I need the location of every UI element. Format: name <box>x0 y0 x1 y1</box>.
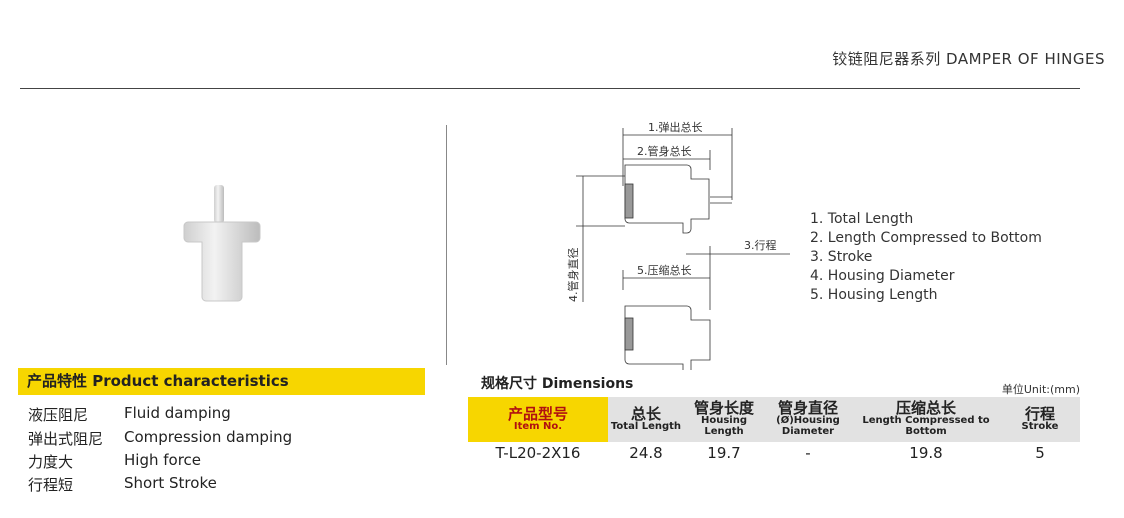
char-cn: 弹出式阻尼 <box>28 430 104 448</box>
char-en: High force <box>124 451 202 469</box>
cell-total-length: 24.8 <box>629 444 663 462</box>
char-en: Fluid damping <box>124 404 231 422</box>
label-housing-length: 2.管身总长 <box>637 144 692 158</box>
col-cn: 总长 <box>630 404 661 423</box>
label-compressed-length: 5.压缩总长 <box>637 263 692 277</box>
col-en: Housing Length <box>700 415 747 437</box>
char-en: Short Stroke <box>124 474 217 492</box>
col-cn: 管身直径 <box>777 399 838 417</box>
col-cn: 产品型号 <box>507 404 568 423</box>
col-cn: 压缩总长 <box>895 399 956 417</box>
product-image <box>183 185 261 302</box>
label-total-length: 1.弹出总长 <box>648 120 703 134</box>
cell-housing-length: 19.7 <box>707 444 741 462</box>
col-cn: 管身长度 <box>693 399 754 417</box>
char-en: Compression damping <box>124 428 293 446</box>
char-cn: 液压阻尼 <box>28 406 89 424</box>
dimensions-title: 规格尺寸 Dimensions <box>481 376 634 392</box>
col-en: Total Length <box>610 420 682 432</box>
header-divider <box>20 88 1080 89</box>
table-row: T-L20-2X16 24.8 19.7 - 19.8 5 <box>468 442 1080 464</box>
cell-compressed-length: 19.8 <box>909 444 943 462</box>
page-header-title: 铰链阻尼器系列 DAMPER OF HINGES <box>832 50 1105 68</box>
dimension-diagram: 1.弹出总长 2.管身总长 3.行程 5.压缩总长 4.管身直径 <box>566 120 790 370</box>
legend-item: 2. Length Compressed to Bottom <box>810 230 1042 246</box>
label-stroke: 3.行程 <box>744 239 777 252</box>
characteristics-title: 产品特性 Product characteristics <box>18 368 425 395</box>
cell-item-no: T-L20-2X16 <box>495 444 581 462</box>
label-housing-diameter: 4.管身直径 <box>566 248 580 303</box>
col-en: Item No. <box>513 420 563 432</box>
col-en: Length Compressed to Bottom <box>862 415 990 437</box>
legend-item: 5. Housing Length <box>810 287 938 303</box>
vertical-divider <box>446 125 447 365</box>
col-housing-diameter: 管身直径(Ø)Housing Diameter <box>764 397 852 442</box>
char-cn: 行程短 <box>28 476 74 494</box>
cell-housing-diameter: - <box>805 444 811 462</box>
legend-item: 1. Total Length <box>810 211 914 227</box>
legend-item: 4. Housing Diameter <box>810 268 955 284</box>
unit-label: 单位Unit:(mm) <box>1001 383 1080 396</box>
col-cn: 行程 <box>1024 404 1055 423</box>
legend-item: 3. Stroke <box>810 249 873 265</box>
col-en: (Ø)Housing Diameter <box>776 415 840 437</box>
cell-stroke: 5 <box>1035 444 1045 462</box>
char-cn: 力度大 <box>28 453 74 471</box>
col-en: Stroke <box>1021 420 1059 432</box>
